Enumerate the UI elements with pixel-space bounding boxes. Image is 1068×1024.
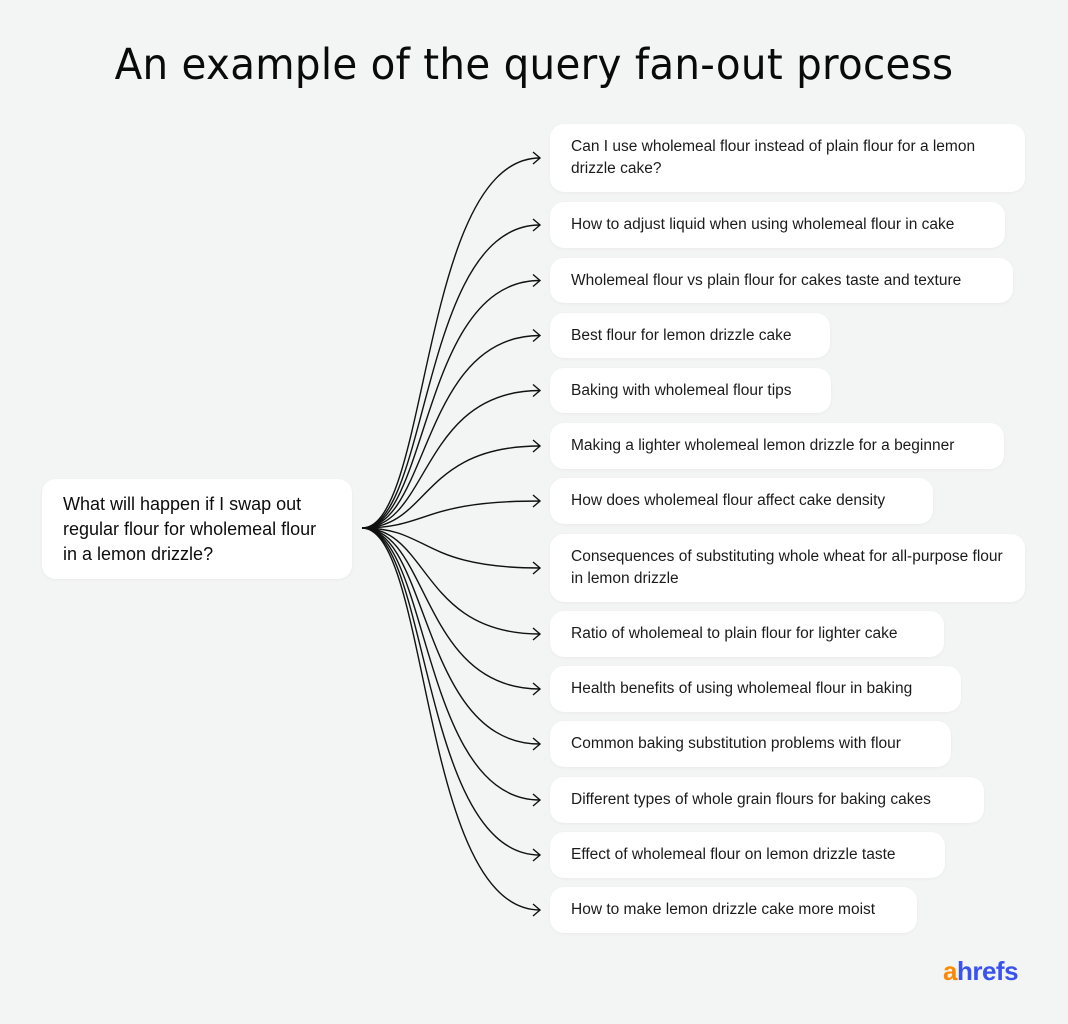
fan-out-query-card: Effect of wholemeal flour on lemon drizz…	[550, 832, 945, 878]
fan-out-query-card: Wholemeal flour vs plain flour for cakes…	[550, 258, 1013, 303]
arrowhead-icon	[532, 218, 542, 232]
fan-out-query-card: Can I use wholemeal flour instead of pla…	[550, 124, 1025, 192]
arrowhead-icon	[532, 561, 542, 575]
fan-out-query-text: Making a lighter wholemeal lemon drizzle…	[571, 437, 955, 454]
fan-out-arrow	[361, 527, 541, 635]
fan-out-arrow	[361, 527, 541, 569]
fan-out-query-text: How to make lemon drizzle cake more mois…	[571, 901, 876, 918]
fan-out-query-card: How to adjust liquid when using wholemea…	[550, 202, 1005, 248]
arrowhead-icon	[532, 383, 542, 398]
ahrefs-logo: ahrefs	[943, 956, 1019, 987]
fan-out-arrow	[361, 527, 541, 745]
fan-out-arrow	[361, 527, 541, 856]
fan-out-arrow	[361, 389, 541, 529]
fan-out-arrow	[361, 279, 541, 529]
fan-out-query-card: Making a lighter wholemeal lemon drizzle…	[550, 423, 1004, 469]
fan-out-query-text: Health benefits of using wholemeal flour…	[571, 680, 913, 697]
arrowhead-icon	[532, 737, 542, 751]
arrowhead-icon	[532, 273, 542, 288]
fan-out-query-text: Baking with wholemeal flour tips	[571, 381, 792, 399]
arrowhead-icon	[532, 848, 542, 862]
fan-out-arrow	[361, 334, 541, 529]
arrowhead-icon	[532, 903, 542, 917]
arrowhead-icon	[532, 494, 542, 508]
fan-out-query-card: Baking with wholemeal flour tips	[550, 368, 831, 413]
arrowhead-icon	[532, 627, 542, 641]
fan-out-arrow	[361, 527, 541, 801]
arrowhead-icon	[532, 151, 542, 165]
logo-letters-hrefs: hrefs	[956, 956, 1019, 986]
fan-out-query-text: Ratio of wholemeal to plain flour for li…	[571, 625, 898, 642]
fan-out-query-text: Consequences of substituting whole wheat…	[571, 548, 1003, 587]
source-query-text: What will happen if I swap out regular f…	[63, 493, 317, 564]
fan-out-query-card: How does wholemeal flour affect cake den…	[550, 478, 933, 524]
fan-out-query-card: Consequences of substituting whole wheat…	[550, 534, 1025, 602]
page-title: An example of the query fan-out process	[114, 40, 954, 90]
fan-out-query-card: Ratio of wholemeal to plain flour for li…	[550, 611, 944, 657]
arrowhead-icon	[532, 793, 542, 807]
arrowhead-icon	[532, 439, 542, 453]
source-query-card: What will happen if I swap out regular f…	[42, 479, 352, 579]
fan-out-query-text: How does wholemeal flour affect cake den…	[571, 492, 886, 509]
fan-out-query-card: Common baking substitution problems with…	[550, 721, 951, 767]
fan-out-query-text: Different types of whole grain flours fo…	[571, 791, 931, 808]
fan-out-arrow	[361, 445, 541, 529]
fan-out-arrow	[361, 527, 541, 911]
fan-out-query-card: How to make lemon drizzle cake more mois…	[550, 887, 917, 933]
fan-out-query-card: Health benefits of using wholemeal flour…	[550, 666, 961, 712]
fan-out-arrow	[361, 224, 541, 529]
fan-out-arrow	[361, 500, 541, 529]
fan-out-query-card: Different types of whole grain flours fo…	[550, 777, 984, 823]
arrowhead-icon	[532, 682, 542, 696]
fan-out-query-text: Can I use wholemeal flour instead of pla…	[571, 138, 976, 177]
fan-out-arrow	[361, 527, 541, 690]
arrowhead-icon	[532, 328, 542, 343]
fan-out-query-text: How to adjust liquid when using wholemea…	[571, 216, 955, 233]
fan-out-arrow	[361, 157, 541, 529]
fan-out-query-text: Wholemeal flour vs plain flour for cakes…	[571, 271, 962, 289]
fan-out-query-card: Best flour for lemon drizzle cake	[550, 313, 830, 358]
fan-out-query-text: Common baking substitution problems with…	[571, 735, 901, 752]
fan-out-query-text: Best flour for lemon drizzle cake	[571, 326, 792, 344]
logo-letter-a: a	[943, 956, 957, 986]
fan-out-query-text: Effect of wholemeal flour on lemon drizz…	[571, 846, 896, 863]
